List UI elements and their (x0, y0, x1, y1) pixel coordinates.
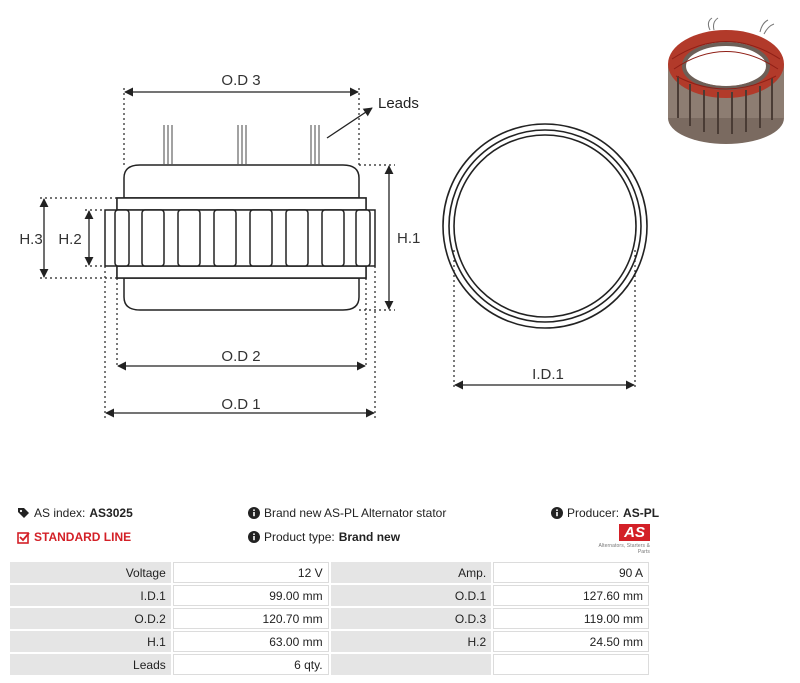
logo-mark: AS (619, 524, 650, 541)
spec-value: 6 qty. (172, 654, 329, 675)
spec-value: 12 V (172, 562, 329, 583)
product-type-value: Brand new (338, 530, 401, 544)
stator-top-view (442, 123, 648, 329)
as-index-value: AS3025 (89, 506, 133, 520)
spec-value: 24.50 mm (493, 631, 649, 652)
logo-tagline: Alternators, Starters & Parts (598, 543, 650, 555)
spec-label: O.D.3 (330, 608, 492, 629)
spec-value: 99.00 mm (172, 585, 329, 606)
producer: Producer: AS-PL (550, 506, 659, 520)
as-index: AS index: AS3025 (17, 506, 133, 520)
table-row: Leads 6 qty. (10, 654, 649, 675)
standard-line: STANDARD LINE (17, 530, 131, 544)
spec-value: 119.00 mm (493, 608, 649, 629)
spec-label: Leads (10, 654, 171, 675)
h2-label: H.2 (58, 231, 81, 248)
spec-value: 127.60 mm (493, 585, 649, 606)
as-index-label: AS index: (34, 506, 86, 520)
info-icon (550, 507, 563, 520)
table-row: Voltage 12 V Amp. 90 A (10, 562, 649, 583)
info-icon (247, 531, 260, 544)
description-text: Brand new AS-PL Alternator stator (264, 506, 447, 520)
spec-value: 63.00 mm (172, 631, 329, 652)
table-row: O.D.2 120.70 mm O.D.3 119.00 mm (10, 608, 649, 629)
h3-label: H.3 (19, 231, 42, 248)
h1-label: H.1 (397, 230, 420, 247)
spec-label: O.D.1 (330, 585, 492, 606)
producer-label: Producer: (567, 506, 620, 520)
standard-line-label: STANDARD LINE (34, 530, 132, 544)
as-pl-logo: AS Alternators, Starters & Parts (586, 524, 650, 555)
spec-label: Voltage (10, 562, 171, 583)
spec-label: I.D.1 (10, 585, 171, 606)
check-square-icon (17, 531, 30, 544)
product-type: Product type: Brand new (247, 530, 400, 544)
spec-label: H.1 (10, 631, 171, 652)
producer-value: AS-PL (623, 506, 660, 520)
description: Brand new AS-PL Alternator stator (247, 506, 446, 520)
stator-leads (163, 125, 320, 165)
table-row: I.D.1 99.00 mm O.D.1 127.60 mm (10, 585, 649, 606)
spec-value: 90 A (493, 562, 649, 583)
stator-photo (668, 17, 784, 144)
od2-label: O.D 2 (221, 348, 260, 365)
spec-label: O.D.2 (10, 608, 171, 629)
product-type-label: Product type: (264, 530, 335, 544)
spec-value (493, 654, 649, 675)
dimension-arrows (39, 87, 635, 418)
od3-label: O.D 3 (221, 72, 260, 89)
spec-label (330, 654, 492, 675)
spec-value: 120.70 mm (172, 608, 329, 629)
table-row: H.1 63.00 mm H.2 24.50 mm (10, 631, 649, 652)
stator-side-view (104, 164, 376, 311)
spec-table: Voltage 12 V Amp. 90 A I.D.1 99.00 mm O.… (8, 560, 651, 677)
stator-dimension-drawing: O.D 3 Leads H.3 H.2 H.1 O.D 2 O.D 1 I.D.… (19, 72, 648, 418)
od1-label: O.D 1 (221, 396, 260, 413)
info-icon (247, 507, 260, 520)
spec-label: H.2 (330, 631, 492, 652)
spec-label: Amp. (330, 562, 492, 583)
extension-lines (40, 88, 636, 418)
tag-icon (17, 507, 30, 520)
id1-label: I.D.1 (532, 366, 564, 383)
leads-label: Leads (378, 95, 419, 112)
